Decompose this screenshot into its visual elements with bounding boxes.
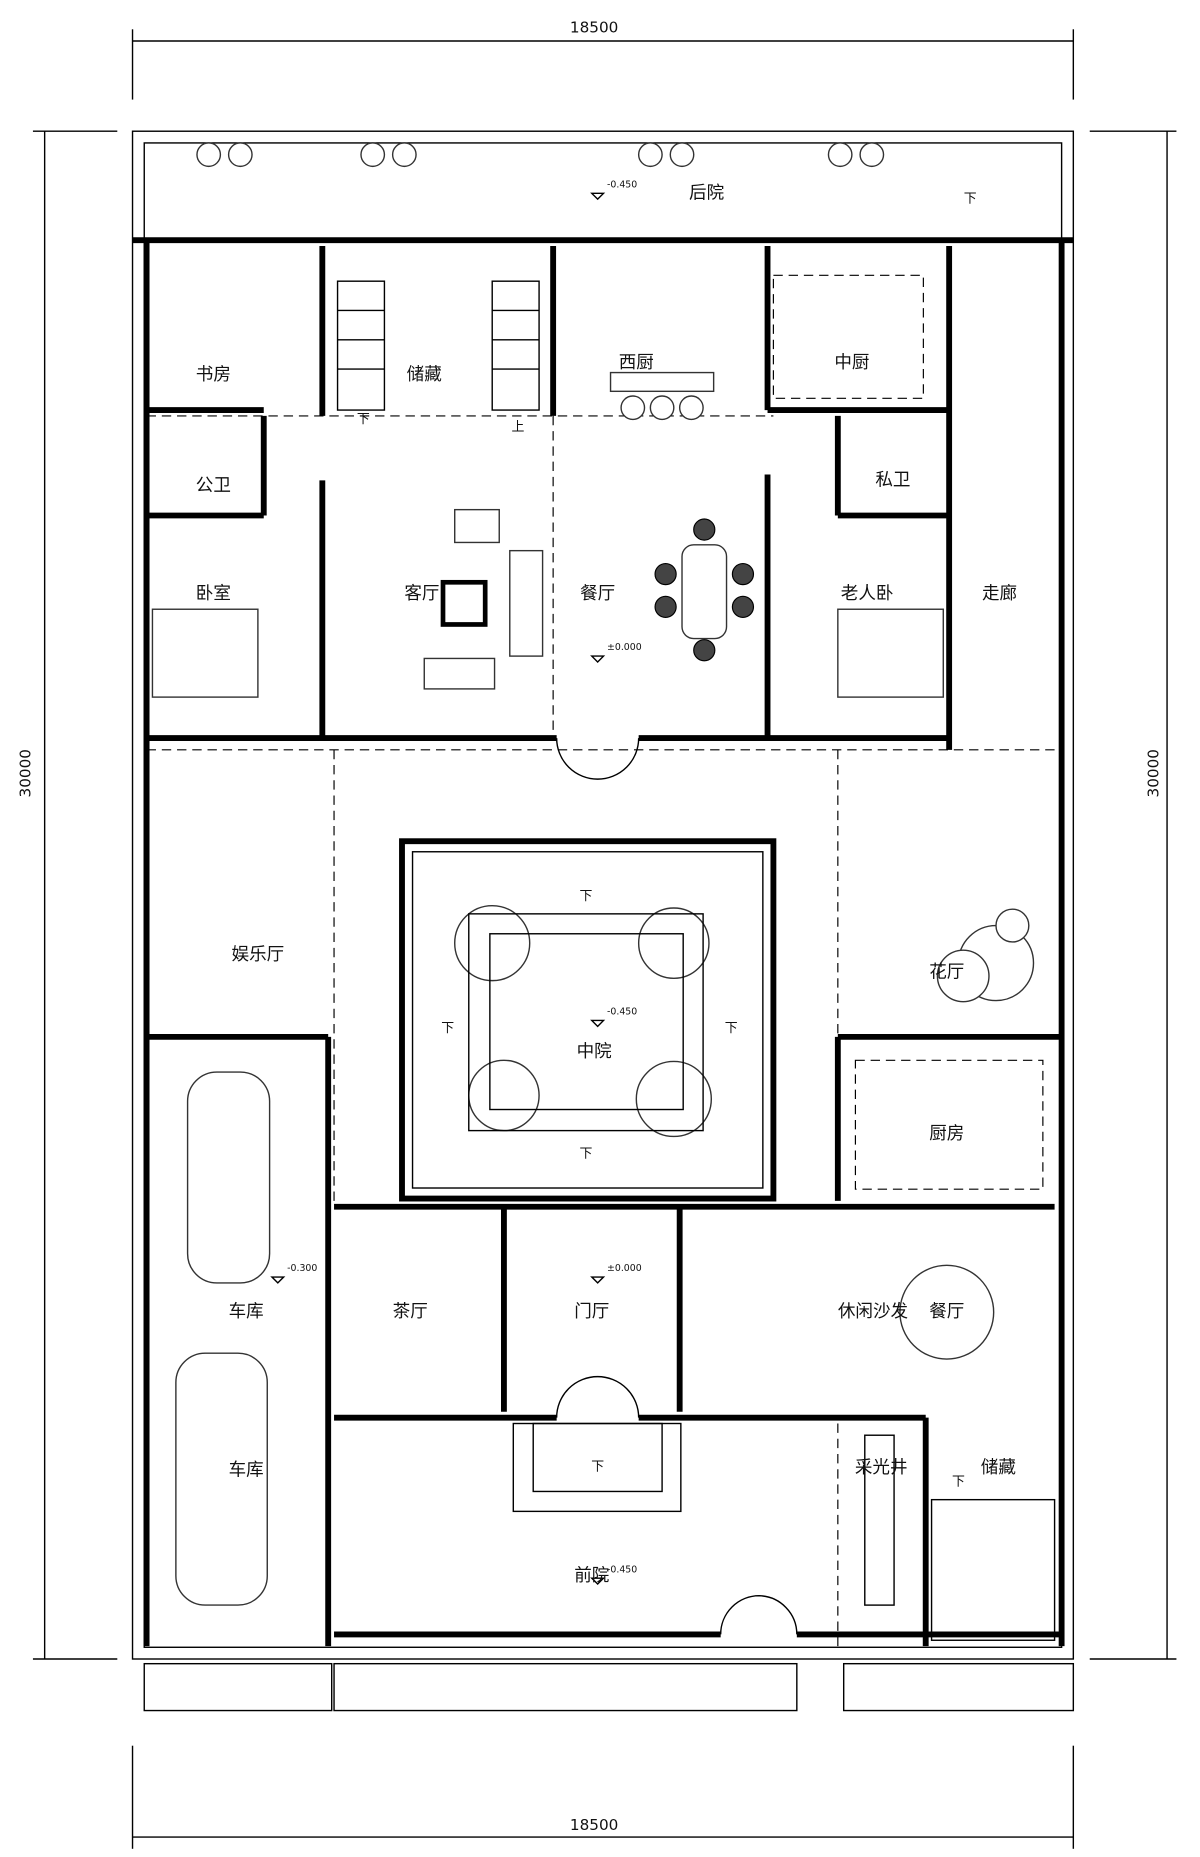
room-bedroom: 卧室	[196, 584, 231, 604]
down-mark: 下	[964, 192, 977, 207]
dimension-left: 30000	[16, 130, 118, 1660]
dimension-top: 18500	[131, 19, 1075, 100]
level-garage: -0.300	[287, 1263, 317, 1274]
level-courtyard: -0.450	[607, 1007, 637, 1018]
down-mark: 下	[357, 412, 370, 427]
room-living: 客厅	[404, 584, 439, 604]
room-private-bath: 私卫	[875, 470, 910, 490]
western-kitchen-island	[609, 371, 715, 421]
room-lounge: 休闲沙发	[838, 1302, 908, 1322]
room-central-courtyard: 中院	[577, 1042, 612, 1062]
beds	[151, 608, 944, 698]
flower-hall-shrubs	[936, 908, 1035, 1003]
room-elder-bedroom: 老人卧	[841, 584, 894, 604]
level-foyer: ±0.000	[607, 1263, 642, 1274]
down-mark: 下	[591, 1459, 604, 1474]
level-front-yard: -0.450	[607, 1564, 637, 1575]
back-yard-trees	[196, 142, 885, 168]
down-mark: 下	[441, 1021, 454, 1036]
room-foyer: 门厅	[574, 1302, 609, 1322]
dimension-right: 30000	[1089, 130, 1177, 1660]
round-dining-table	[899, 1264, 995, 1360]
room-dining: 餐厅	[580, 584, 615, 604]
room-back-yard: 后院	[689, 183, 724, 203]
room-garage-1: 车库	[229, 1302, 264, 1322]
entrance-door[interactable]	[555, 738, 798, 1635]
room-corridor: 走廊	[982, 584, 1017, 604]
room-garage-2: 车库	[229, 1460, 264, 1480]
exterior-walls	[131, 130, 1075, 1660]
down-mark: 下	[579, 889, 592, 904]
level-dining: ±0.000	[607, 642, 642, 653]
room-western-kitchen: 西厨	[619, 353, 654, 373]
room-labels: 后院 书房 储藏 西厨 中厨 公卫 私卫 卧室 客厅 餐厅 老人卧 走廊 娱乐厅…	[196, 183, 1017, 1585]
dimension-bottom: 18500	[131, 1745, 1075, 1849]
level-markers: -0.450 ±0.000 -0.450 -0.300 ±0.000 -0.45…	[270, 179, 642, 1586]
room-public-bath: 公卫	[196, 476, 231, 496]
cars	[175, 1071, 271, 1606]
room-storage-south: 储藏	[981, 1458, 1016, 1478]
room-dining-2: 餐厅	[929, 1302, 964, 1322]
room-study: 书房	[196, 365, 231, 385]
down-mark: 下	[725, 1021, 738, 1036]
down-mark: 下	[952, 1475, 965, 1490]
dimension-left-label: 30000	[16, 749, 34, 797]
dimension-bottom-label: 18500	[570, 1816, 618, 1834]
down-mark: 下	[579, 1147, 592, 1162]
room-chinese-kitchen: 中厨	[834, 353, 869, 373]
up-mark: 上	[512, 420, 525, 435]
stair-marks: 下 下 上 下 下 下 下 下 下	[357, 192, 977, 1490]
courtyard-trees	[454, 904, 713, 1138]
room-storage-north: 储藏	[407, 365, 442, 385]
front-yard-entry-steps	[143, 1422, 1075, 1712]
room-light-well: 采光井	[855, 1458, 908, 1478]
sofa-set	[423, 508, 544, 690]
dimension-top-label: 18500	[570, 19, 618, 37]
room-kitchen: 厨房	[929, 1124, 964, 1144]
level-back-yard: -0.450	[607, 179, 637, 190]
room-flower-hall: 花厅	[929, 962, 964, 982]
room-entertainment: 娱乐厅	[232, 945, 285, 965]
room-tea: 茶厅	[393, 1302, 428, 1322]
stairs-north	[336, 280, 540, 411]
room-front-yard: 前院	[574, 1566, 609, 1586]
dimension-right-label: 30000	[1145, 749, 1163, 797]
dining-table	[654, 518, 755, 662]
kitchen-tiles	[772, 274, 1044, 1190]
interior-walls	[146, 246, 1062, 1647]
